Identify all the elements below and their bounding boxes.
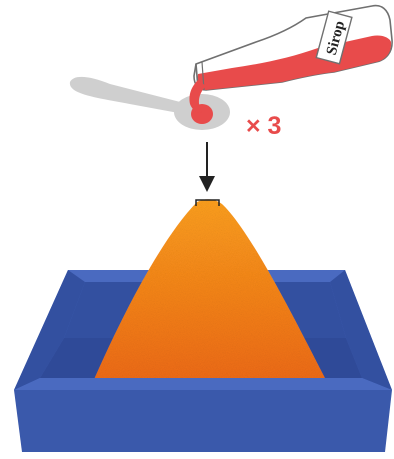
tray-front-top-edge bbox=[14, 378, 392, 390]
syrup-bottle: Sirop bbox=[189, 6, 392, 113]
tray-front-wall bbox=[14, 390, 392, 452]
down-arrow bbox=[199, 142, 215, 192]
spoon-handle bbox=[70, 77, 188, 114]
repeat-count: × 3 bbox=[246, 112, 281, 140]
